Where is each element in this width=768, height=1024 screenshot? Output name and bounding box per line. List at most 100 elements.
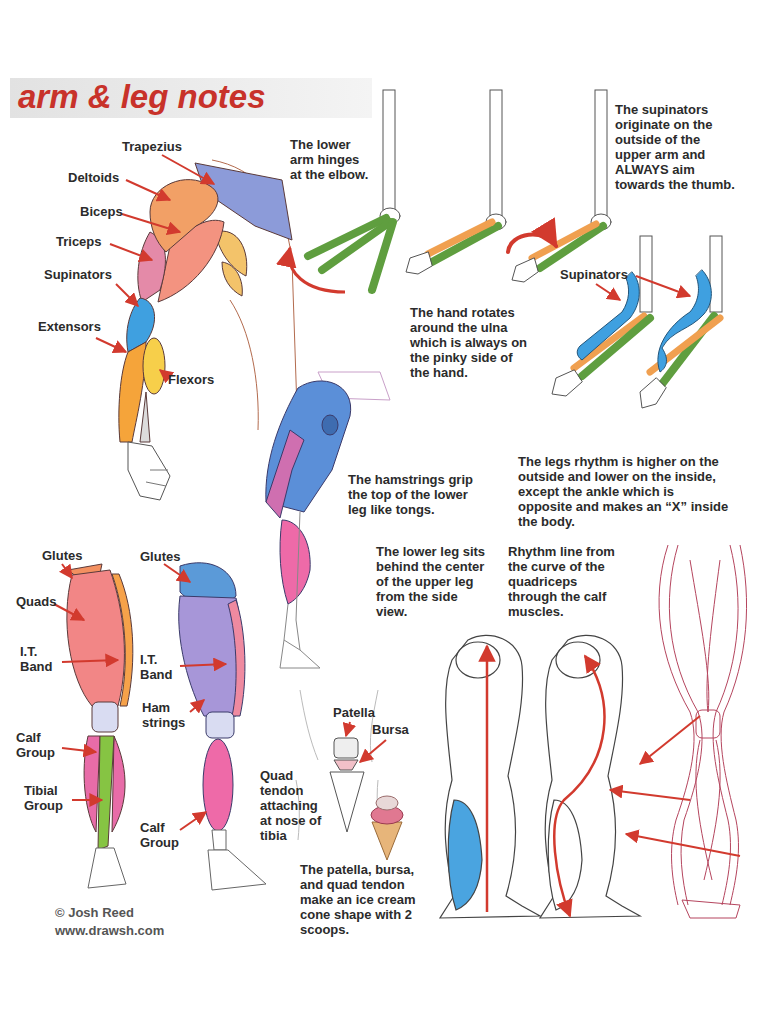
leg-outline bbox=[540, 635, 640, 918]
part-label: Flexors bbox=[168, 372, 214, 387]
deltoid-muscle bbox=[150, 180, 218, 252]
rhythm-sketch bbox=[659, 545, 747, 918]
torso-sketch bbox=[230, 300, 258, 430]
hand-sketch bbox=[512, 258, 538, 282]
leader-arrow bbox=[62, 660, 118, 662]
note-text: Rhythm line from the curve of the quadri… bbox=[508, 544, 630, 619]
sketch-line bbox=[721, 545, 746, 905]
knee-joint bbox=[206, 712, 234, 738]
hand-sketch bbox=[128, 442, 170, 500]
foot-sketch bbox=[280, 640, 320, 668]
radius-bone bbox=[428, 222, 492, 254]
page-title: arm & leg notes bbox=[18, 79, 266, 115]
part-label: Bursa bbox=[372, 722, 409, 737]
leader-arrow bbox=[116, 284, 138, 306]
part-label: Tibial Group bbox=[24, 783, 74, 813]
sketch-line bbox=[690, 560, 720, 712]
leg-outline bbox=[440, 635, 540, 918]
side-legs bbox=[440, 635, 640, 918]
humerus-bone bbox=[640, 236, 652, 312]
note-text: Quad tendon attaching at nose of tibia bbox=[260, 768, 324, 843]
hip-sketch bbox=[456, 642, 500, 678]
arm-figure bbox=[119, 160, 298, 500]
quad-muscle bbox=[67, 570, 125, 706]
leader-arrow bbox=[596, 284, 620, 300]
knee-sketch bbox=[696, 710, 720, 738]
foot-sketch bbox=[208, 850, 266, 890]
hamstring-muscle bbox=[266, 430, 304, 518]
leader-arrow bbox=[636, 276, 690, 296]
leader-arrow bbox=[164, 564, 190, 582]
part-label: Patella bbox=[333, 705, 375, 720]
credit-text: © Josh Reed bbox=[55, 905, 134, 920]
leader-arrow bbox=[62, 748, 96, 752]
leader-arrow bbox=[180, 812, 206, 830]
note-text: The supinators originate on the outside … bbox=[615, 102, 737, 192]
part-label: I.T. Band bbox=[20, 644, 62, 674]
center-line bbox=[486, 646, 489, 912]
hand-sketch bbox=[640, 378, 666, 408]
supinator-muscle bbox=[658, 270, 711, 372]
leader-arrow bbox=[346, 722, 350, 736]
supinator-muscle bbox=[577, 272, 639, 360]
forearm-bone bbox=[140, 392, 150, 442]
forearm-bone bbox=[372, 222, 393, 290]
bent-leg bbox=[266, 372, 390, 668]
part-label: Triceps bbox=[56, 234, 102, 249]
leader-arrow bbox=[110, 244, 152, 260]
part-label: Biceps bbox=[80, 204, 123, 219]
part-label: Calf Group bbox=[16, 730, 61, 760]
part-label: I.T. Band bbox=[140, 652, 182, 682]
humerus-bone bbox=[490, 90, 502, 218]
leader-arrow bbox=[162, 155, 214, 184]
achilles-tendon bbox=[212, 830, 226, 850]
hand-sketch bbox=[406, 252, 432, 274]
leader-arrow bbox=[72, 799, 102, 801]
sketch-line bbox=[696, 740, 720, 880]
bursa-shape bbox=[334, 760, 358, 770]
note-text: The hamstrings grip the top of the lower… bbox=[348, 472, 482, 517]
leader-arrows bbox=[54, 155, 740, 856]
sketch-line bbox=[669, 545, 702, 905]
leader-arrow bbox=[62, 564, 72, 578]
leader-arrow bbox=[54, 604, 84, 620]
leader-arrow bbox=[190, 700, 204, 712]
calf-muscle bbox=[280, 520, 310, 604]
hip-joint bbox=[322, 415, 338, 435]
patella-shape bbox=[334, 738, 358, 758]
hand-sketch bbox=[552, 370, 582, 396]
leader-arrow bbox=[96, 338, 126, 352]
note-text: The patella, bursa, and quad tendon make… bbox=[300, 862, 428, 937]
humerus-bone bbox=[383, 90, 395, 212]
leader-arrow bbox=[122, 214, 180, 232]
ice-cream-cone bbox=[372, 822, 402, 860]
note-text: The lower leg sits behind the center of … bbox=[376, 544, 490, 619]
radius-bone bbox=[532, 224, 596, 258]
calf-muscle bbox=[112, 736, 125, 832]
note-text: The lower arm hinges at the elbow. bbox=[290, 137, 372, 182]
note-text: The legs rhythm is higher on the outside… bbox=[518, 454, 730, 529]
flexor-muscle bbox=[143, 338, 165, 394]
humerus-bone bbox=[710, 236, 722, 312]
it-band bbox=[112, 574, 133, 706]
calf-muscle bbox=[448, 800, 482, 910]
rotation-arrow bbox=[508, 235, 556, 252]
part-label: Calf Group bbox=[140, 820, 185, 850]
serratus-muscle bbox=[222, 262, 242, 296]
front-leg bbox=[67, 564, 133, 888]
leader-arrow bbox=[640, 716, 700, 764]
leader-arrow bbox=[626, 834, 740, 856]
part-label: Quads bbox=[16, 594, 56, 609]
foot-sketch bbox=[682, 900, 740, 918]
it-band bbox=[228, 600, 245, 716]
part-label: Supinators bbox=[44, 267, 112, 282]
ice-cream-scoop bbox=[376, 796, 398, 810]
part-label: Glutes bbox=[140, 549, 180, 564]
rhythm-line bbox=[554, 656, 604, 916]
part-label: Trapezius bbox=[122, 139, 182, 154]
shin-lines bbox=[284, 512, 300, 650]
part-label: Extensors bbox=[38, 319, 101, 334]
finger-lines bbox=[146, 470, 168, 486]
note-text: The hand rotates around the ulna which i… bbox=[410, 305, 532, 380]
